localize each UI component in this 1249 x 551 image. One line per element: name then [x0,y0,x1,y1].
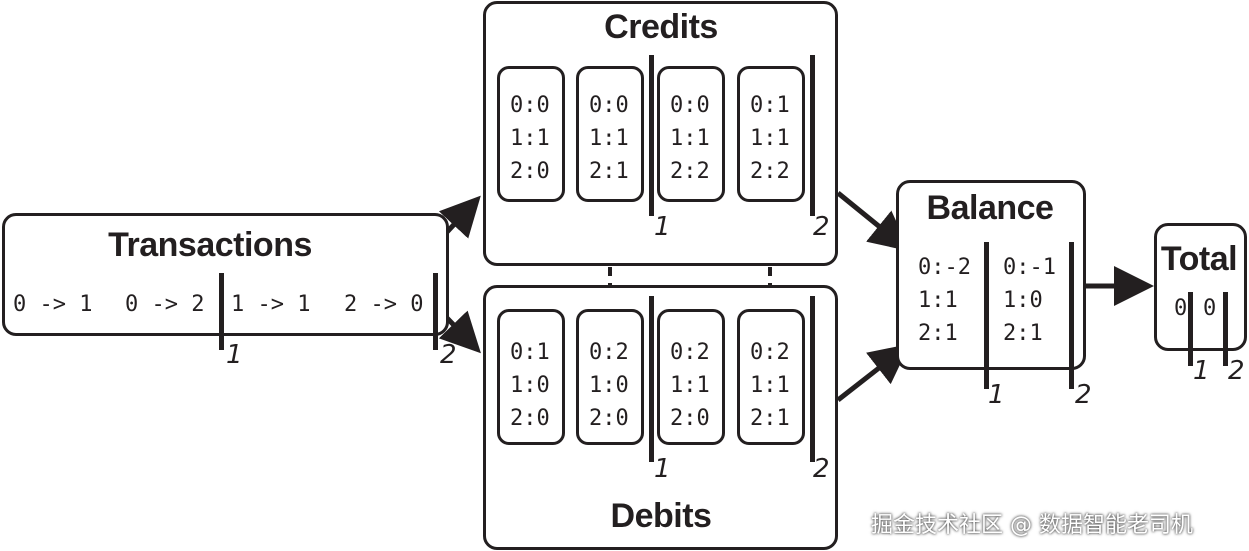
credits-title: Credits [604,8,718,46]
credits-values: 0:0 1:1 2:0 [510,93,550,184]
window-mark-1: 1 [226,340,243,370]
total-mark-2: 2 [1228,356,1245,386]
balance-mark-1: 1 [988,380,1005,410]
total-value: 0 [1174,296,1188,321]
balance-box [896,180,1086,370]
arrow-transactions-to-credits [438,195,481,239]
arrow-debits-to-balance [836,343,910,402]
balance-mark-2: 2 [1075,380,1092,410]
total-title: Total [1160,240,1238,278]
debits-window-bar-2 [810,296,815,462]
debits-values: 0:2 1:1 2:0 [670,340,710,431]
credits-mark-1: 1 [654,212,671,242]
transaction-item: 0 -> 2 [125,292,205,317]
debits-values: 0:2 1:1 2:1 [750,340,790,431]
debits-cell [737,309,805,445]
debits-values: 0:2 1:0 2:0 [589,340,629,431]
transactions-title: Transactions [108,226,312,264]
debits-window-bar-1 [649,296,654,462]
balance-title: Balance [926,189,1054,227]
window-mark-2: 2 [440,340,457,370]
credits-mark-2: 2 [813,212,830,242]
credits-window-bar-2 [810,55,815,216]
arrow-credits-to-balance [836,191,910,252]
debits-title: Debits [610,497,712,535]
total-window-bar-1 [1188,292,1193,366]
debits-cell [576,309,644,445]
credits-cell [657,66,725,202]
balance-values: 0:-1 1:0 2:1 [1003,255,1056,346]
window-bar-2 [433,273,438,350]
transactions-box [2,213,449,336]
credits-cell [497,66,565,202]
total-box [1154,223,1247,351]
debits-mark-2: 2 [813,454,830,484]
window-bar-1 [219,273,224,350]
balance-values: 0:-2 1:1 2:1 [918,255,971,346]
arrow-transactions-to-debits [438,310,481,354]
balance-window-bar-2 [1069,242,1074,389]
debits-cell [657,309,725,445]
credits-values: 0:1 1:1 2:2 [750,93,790,184]
transaction-item: 2 -> 0 [344,292,424,317]
credits-values: 0:0 1:1 2:1 [589,93,629,184]
debits-values: 0:1 1:0 2:0 [510,340,550,431]
total-mark-1: 1 [1193,356,1210,386]
credits-cell [576,66,644,202]
total-value: 0 [1203,296,1217,321]
transaction-item: 0 -> 1 [13,292,93,317]
balance-window-bar-1 [984,242,989,389]
credits-cell [737,66,805,202]
credits-window-bar-1 [649,55,654,216]
debits-cell [497,309,565,445]
transaction-item: 1 -> 1 [231,292,311,317]
watermark-text: 掘金技术社区 @ 数据智能老司机 [871,513,1193,538]
total-window-bar-2 [1223,292,1228,366]
debits-mark-1: 1 [654,454,671,484]
credits-values: 0:0 1:1 2:2 [670,93,710,184]
